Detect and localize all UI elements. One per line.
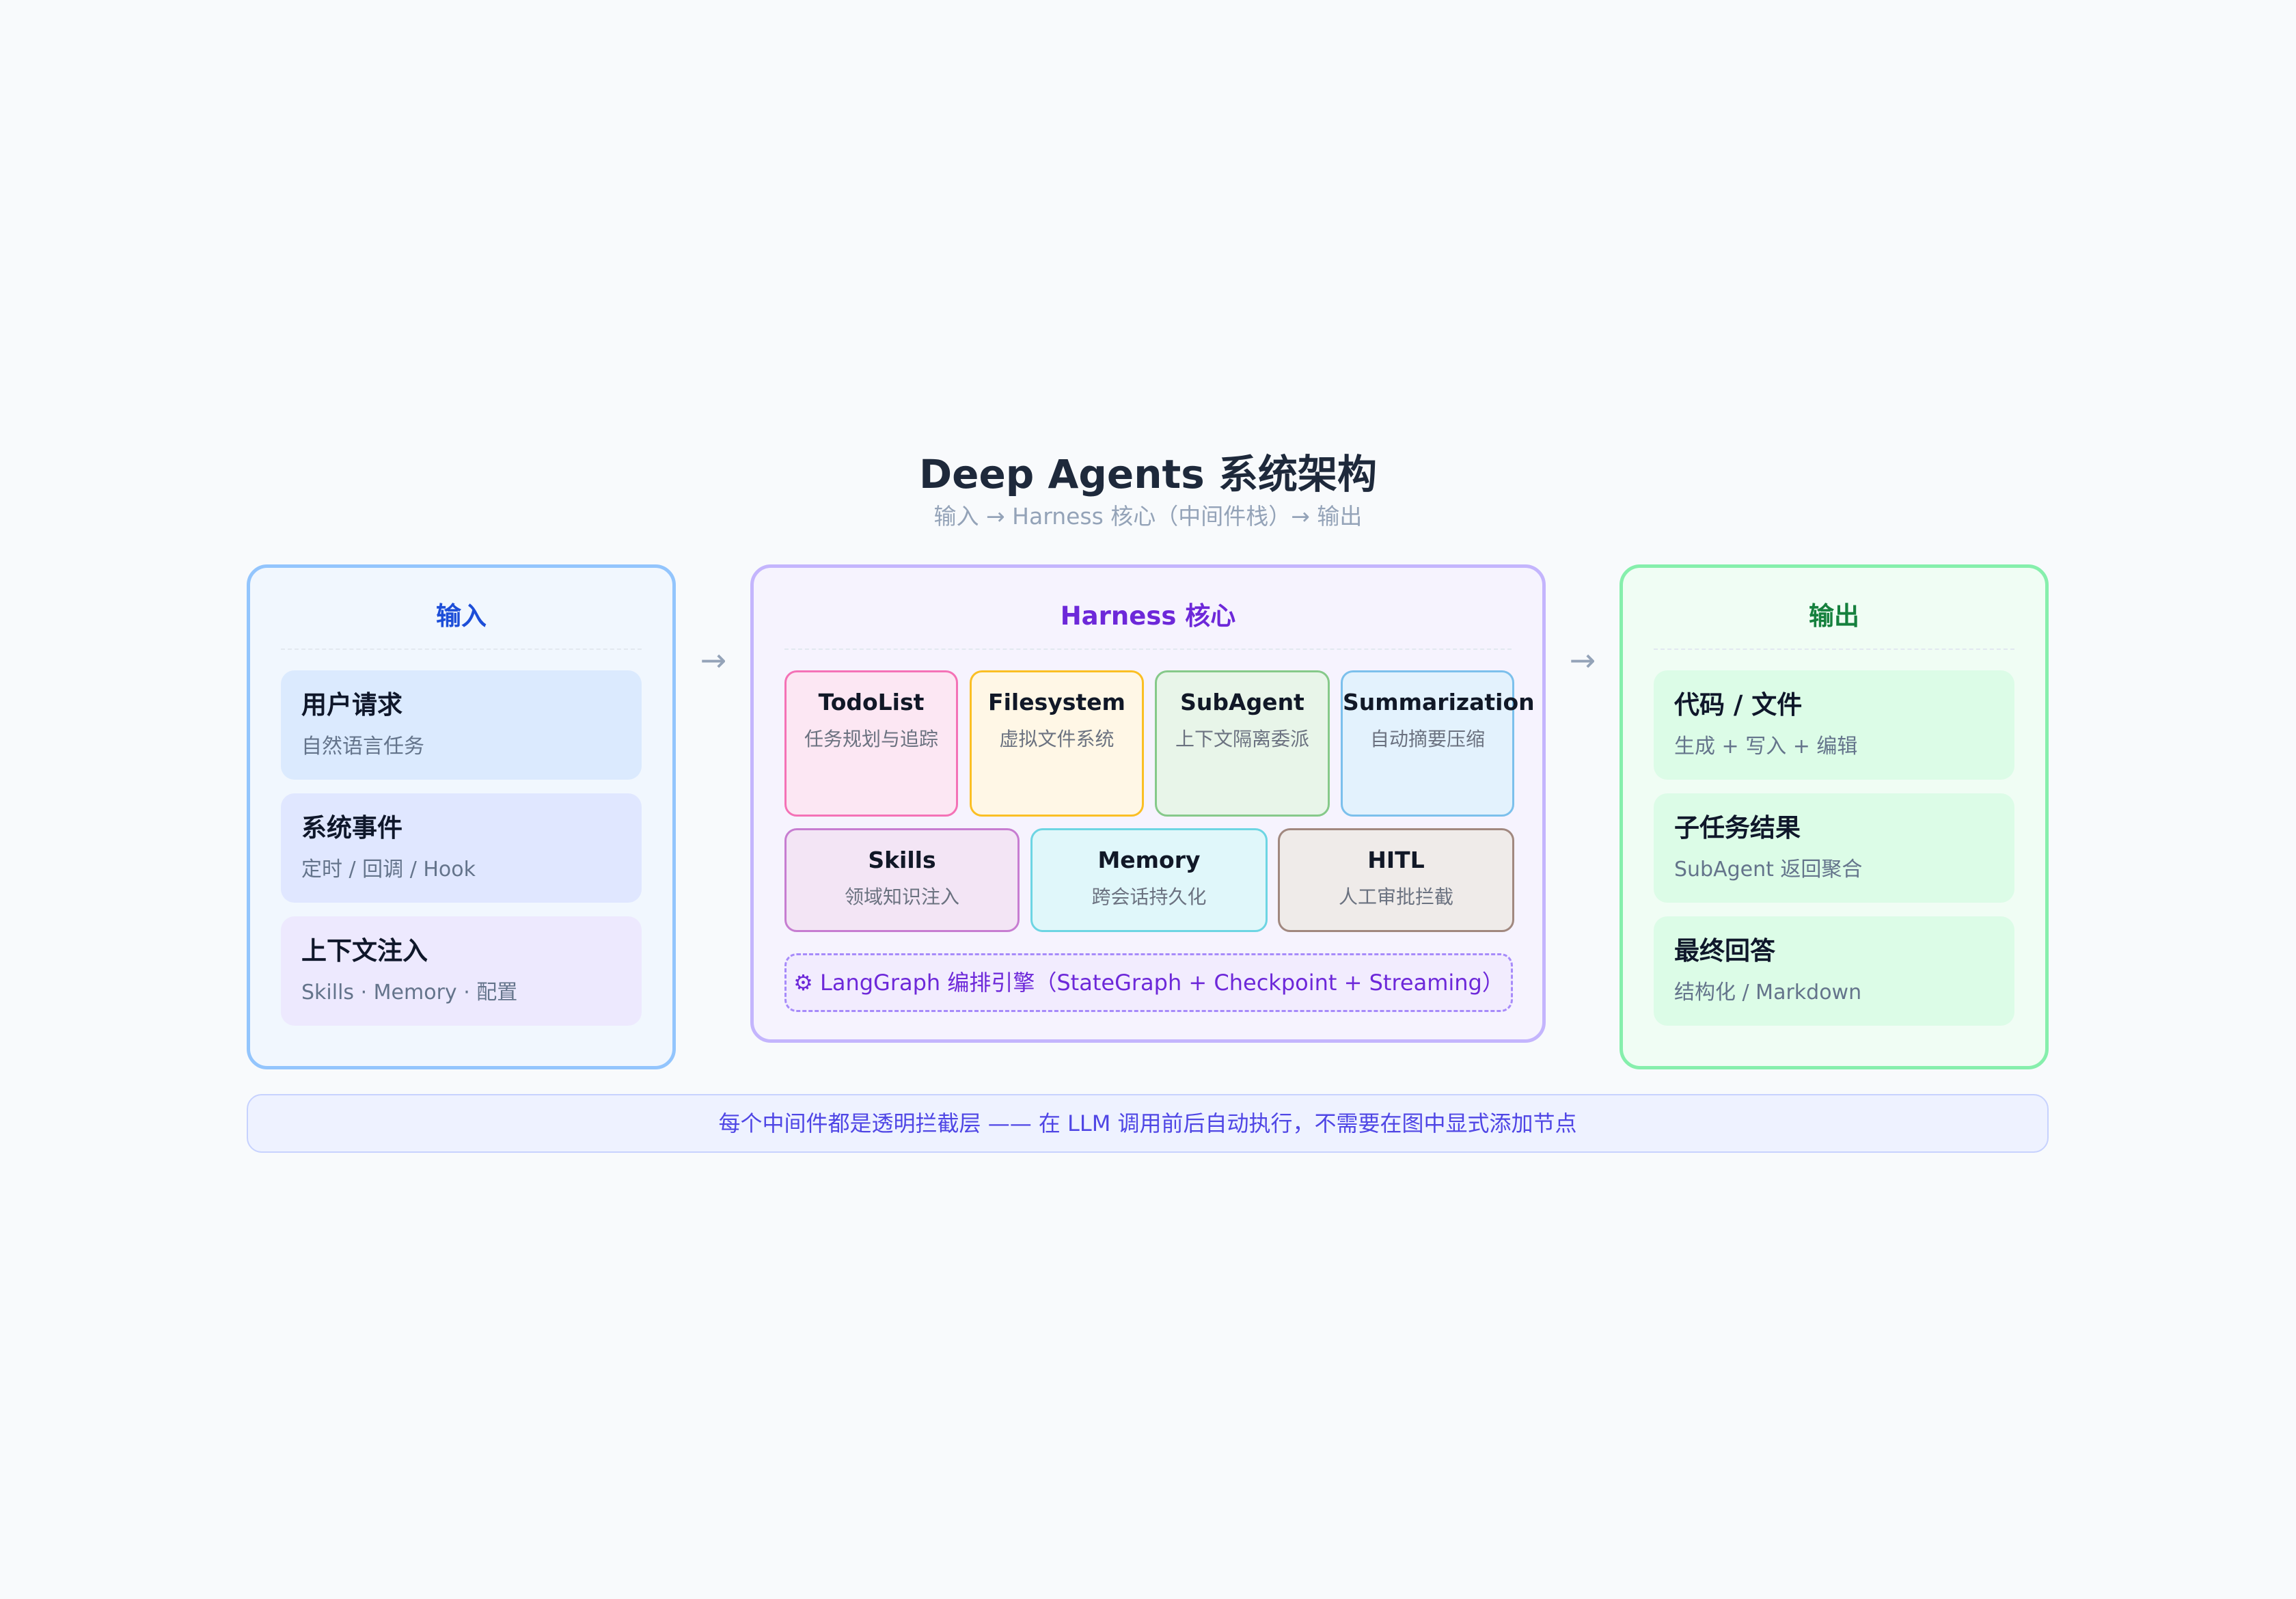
input-card-title: 用户请求 — [301, 690, 402, 720]
module-desc: 任务规划与追踪 — [804, 728, 938, 750]
page-subtitle: 输入 → Harness 核心（中间件栈）→ 输出 — [933, 503, 1363, 530]
output-card-code-files: 代码 / 文件 生成 + 写入 + 编辑 — [1654, 670, 2014, 780]
output-panel-divider — [1654, 648, 2014, 650]
output-card-title: 子任务结果 — [1674, 813, 1801, 843]
module-memory: Memory 跨会话持久化 — [1030, 828, 1268, 932]
module-subagent: SubAgent 上下文隔离委派 — [1155, 670, 1330, 817]
module-title: HITL — [1367, 847, 1425, 873]
module-desc: 上下文隔离委派 — [1175, 728, 1309, 750]
output-card-final-answer: 最终回答 结构化 / Markdown — [1654, 916, 2014, 1026]
output-panel-title: 输出 — [1809, 601, 1859, 631]
input-card-title: 系统事件 — [301, 813, 402, 843]
footer-note: 每个中间件都是透明拦截层 —— 在 LLM 调用前后自动执行，不需要在图中显式添… — [247, 1094, 2049, 1153]
output-card-title: 代码 / 文件 — [1674, 690, 1803, 720]
module-title: Memory — [1097, 847, 1201, 873]
module-summarization: Summarization 自动摘要压缩 — [1341, 670, 1535, 817]
output-panel: 输出 代码 / 文件 生成 + 写入 + 编辑 子任务结果 SubAgent 返… — [1620, 564, 2049, 1069]
input-card-desc: Skills · Memory · 配置 — [301, 981, 518, 1004]
input-panel-title: 输入 — [436, 601, 487, 631]
module-title: Skills — [868, 847, 936, 873]
input-panel-divider — [281, 648, 642, 650]
module-title: TodoList — [818, 689, 925, 715]
page-title: Deep Agents 系统架构 — [918, 451, 1377, 497]
module-todolist: TodoList 任务规划与追踪 — [784, 670, 958, 817]
module-skills: Skills 领域知识注入 — [784, 828, 1020, 932]
input-panel: 输入 用户请求 自然语言任务 系统事件 定时 / 回调 / Hook 上下文注入… — [247, 564, 676, 1069]
input-card-desc: 定时 / 回调 / Hook — [301, 858, 476, 882]
module-title: Summarization — [1343, 689, 1535, 715]
module-desc: 跨会话持久化 — [1091, 886, 1207, 908]
core-panel-divider — [784, 648, 1512, 650]
arrow-right-icon: → — [700, 642, 727, 679]
input-card-system-event: 系统事件 定时 / 回调 / Hook — [281, 793, 642, 903]
module-title: Filesystem — [988, 689, 1125, 715]
module-hitl: HITL 人工审批拦截 — [1278, 828, 1514, 932]
arrow-right-icon: → — [1569, 642, 1596, 679]
input-card-desc: 自然语言任务 — [301, 735, 424, 758]
output-card-desc: SubAgent 返回聚合 — [1674, 858, 1863, 882]
module-title: SubAgent — [1180, 689, 1304, 715]
output-card-desc: 生成 + 写入 + 编辑 — [1674, 735, 1858, 758]
langgraph-engine-bar: ⚙ LangGraph 编排引擎（StateGraph + Checkpoint… — [784, 953, 1513, 1012]
output-card-title: 最终回答 — [1674, 936, 1775, 966]
input-card-context-injection: 上下文注入 Skills · Memory · 配置 — [281, 916, 642, 1026]
output-card-subtask-results: 子任务结果 SubAgent 返回聚合 — [1654, 793, 2014, 903]
harness-core-panel: Harness 核心 TodoList 任务规划与追踪 Filesystem 虚… — [750, 564, 1546, 1043]
module-filesystem: Filesystem 虚拟文件系统 — [970, 670, 1144, 817]
core-panel-title: Harness 核心 — [1060, 601, 1236, 631]
input-card-user-request: 用户请求 自然语言任务 — [281, 670, 642, 780]
input-card-title: 上下文注入 — [301, 936, 428, 966]
module-desc: 领域知识注入 — [844, 886, 959, 908]
module-desc: 人工审批拦截 — [1338, 886, 1453, 908]
output-card-desc: 结构化 / Markdown — [1674, 981, 1862, 1004]
module-desc: 自动摘要压缩 — [1369, 728, 1485, 750]
module-desc: 虚拟文件系统 — [999, 728, 1115, 750]
